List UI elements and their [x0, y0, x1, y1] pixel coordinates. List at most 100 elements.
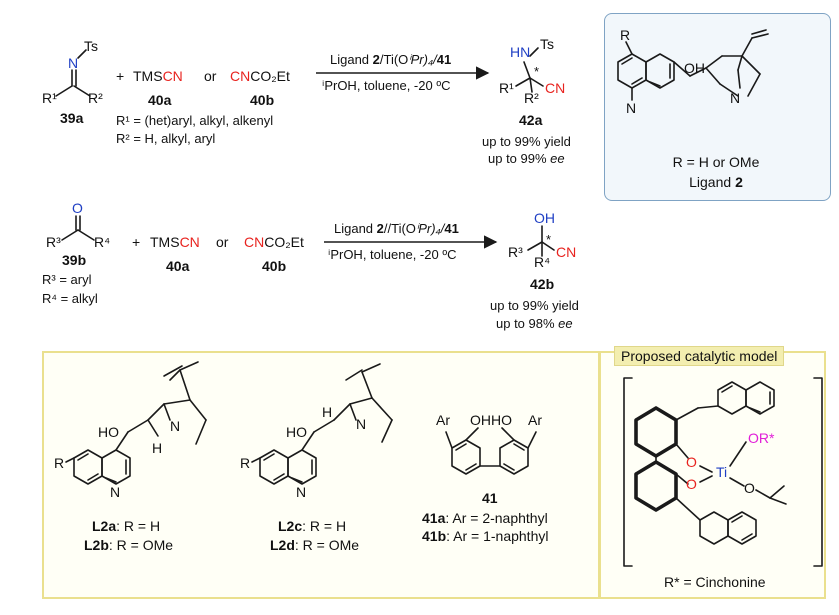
r2-conditions-bottom: ⁱPrOH, toluene, -20 ºC	[328, 247, 457, 262]
l2ab-h: H	[152, 440, 163, 456]
biphenol-id: 41	[482, 490, 498, 506]
l2d-label: L2d: R = OMe	[270, 537, 359, 553]
biphenol-41a-label: 41a: Ar = 2-naphthyl	[422, 510, 548, 526]
r2-ee-unit: ee	[558, 316, 573, 331]
r2-sub-r3: R³	[46, 234, 61, 250]
r2-ee: up to 98% ee	[496, 316, 573, 332]
ligand-2-name-prefix: Ligand	[689, 174, 736, 190]
r1-cond-ti: /Ti(O	[379, 52, 409, 67]
r2-tmscn: TMSCN	[150, 234, 200, 250]
r2-sub-id: 39b	[62, 252, 87, 268]
r1-prod-ts: Ts	[540, 36, 554, 52]
r2-cond-41: 41	[444, 221, 459, 236]
r2-prod-r4: R⁴	[534, 254, 551, 270]
r2-cnco2et: CNCO₂Et	[244, 234, 304, 250]
model-ti: Ti	[716, 464, 728, 480]
r1-r2-definition: R² = H, alkyl, aryl	[116, 131, 216, 146]
ligand-2-n-quin: N	[626, 100, 637, 116]
r1-prod-cn: CN	[545, 80, 566, 96]
r2-prod-cn: CN	[556, 244, 577, 260]
r2-r4-definition: R⁴ = alkyl	[42, 291, 98, 306]
substrate-39a-bonds	[55, 49, 91, 97]
r1-reagent-a-id: 40a	[148, 92, 172, 108]
r2-prod-r3: R³	[508, 244, 523, 260]
r1-cnco2et: CNCO₂Et	[230, 68, 290, 84]
r1-prod-hn: HN	[510, 44, 531, 60]
r1-tmscn: TMSCN	[133, 68, 183, 84]
r1-cond-ipr: ⁱPr)₄/	[408, 52, 437, 67]
biphenol-ar-left: Ar	[436, 412, 450, 428]
model-o-ipr: O	[744, 480, 755, 496]
r1-sub-r2: R²	[88, 90, 103, 106]
ligand-2-box	[604, 13, 831, 201]
r2-ee-value: up to 98%	[496, 316, 559, 331]
ligand-2-r: R	[620, 27, 631, 43]
r2-cond-ipr: ⁱPr)₄/	[415, 221, 445, 236]
catalytic-model-title: Proposed catalytic model	[614, 346, 785, 366]
r2-conditions-top: Ligand 2//Ti(OⁱPr)₄/41	[334, 221, 459, 237]
ligand-2-r-definition: R = H or OMe	[672, 154, 760, 170]
r1-plus: +	[116, 68, 125, 84]
r2-cond-ti: //Ti(O	[383, 221, 416, 236]
r2-prod-oh: OH	[534, 210, 555, 226]
r2-reagent-b-id: 40b	[262, 258, 287, 274]
l2b-def: : R = OMe	[108, 537, 174, 553]
l2c-label: L2c: R = H	[278, 518, 346, 534]
r1-co2et: CO₂Et	[250, 68, 290, 84]
r1-sub-id: 39a	[60, 110, 84, 126]
r1-tms: TMS	[133, 68, 163, 84]
ligand-l2c-l2d-structure	[251, 363, 393, 485]
l2cd-r: R	[240, 455, 251, 471]
model-divider	[598, 351, 601, 599]
biphenol-41b-def: : Ar = 1-naphthyl	[446, 528, 549, 544]
r1-sub-n: N	[68, 55, 79, 71]
r1-prod-r2: R²	[524, 90, 539, 106]
biphenol-ar-right: Ar	[528, 412, 542, 428]
r1-prod-star: *	[534, 64, 540, 79]
biphenol-41b-label: 41b: Ar = 1-naphthyl	[422, 528, 548, 544]
r2-r3-definition: R³ = aryl	[42, 272, 92, 287]
l2cd-h: H	[322, 404, 333, 420]
product-42b-bonds	[527, 225, 555, 257]
product-42a-bonds	[515, 47, 544, 93]
l2a-id: L2a	[92, 518, 117, 534]
r2-cond-ligand-id: 2	[376, 221, 384, 236]
ligand-2-name-id: 2	[735, 174, 743, 190]
model-or-star: OR*	[748, 430, 775, 446]
r1-yield: up to 99% yield	[482, 134, 571, 149]
l2ab-n-quin: N	[110, 484, 121, 500]
l2cd-n-ring: N	[356, 416, 367, 432]
r1-or: or	[204, 68, 217, 84]
ligands-and-model-box	[42, 351, 826, 599]
r1-prod-r1: R¹	[499, 80, 514, 96]
l2c-def: : R = H	[302, 518, 347, 534]
r2-reagent-a-id: 40a	[166, 258, 190, 274]
r1-cond-ligand: Ligand	[330, 52, 373, 67]
r2-tms: TMS	[150, 234, 180, 250]
r1-reagent-b-id: 40b	[250, 92, 275, 108]
r2-sub-o: O	[72, 200, 83, 216]
biphenol-41-structure	[445, 427, 537, 475]
r2-prod-star: *	[546, 232, 552, 247]
ligand-2-oh: OH	[684, 60, 705, 76]
r2-yield: up to 99% yield	[490, 298, 579, 313]
l2ab-ho: HO	[98, 424, 119, 440]
model-o-top: O	[686, 454, 697, 470]
biphenol-41b-id: 41b	[422, 528, 447, 544]
r1-conditions-top: Ligand 2/Ti(OⁱPr)₄/41	[330, 52, 451, 68]
r1-sub-ts: Ts	[84, 38, 98, 54]
r1-cond-41: 41	[436, 52, 452, 67]
l2c-id: L2c	[278, 518, 303, 534]
r2-cn-prefix: CN	[244, 234, 265, 250]
r2-or: or	[216, 234, 229, 250]
model-o-bottom: O	[686, 476, 697, 492]
r1-ee-unit: ee	[550, 151, 565, 166]
ligand-2-name: Ligand 2	[646, 174, 786, 190]
l2ab-n-ring: N	[170, 418, 181, 434]
catalytic-model-structure	[623, 377, 823, 567]
r1-ee-value: up to 99%	[488, 151, 551, 166]
biphenol-41a-def: : Ar = 2-naphthyl	[445, 510, 548, 526]
r1-tms-cn: CN	[162, 68, 183, 84]
